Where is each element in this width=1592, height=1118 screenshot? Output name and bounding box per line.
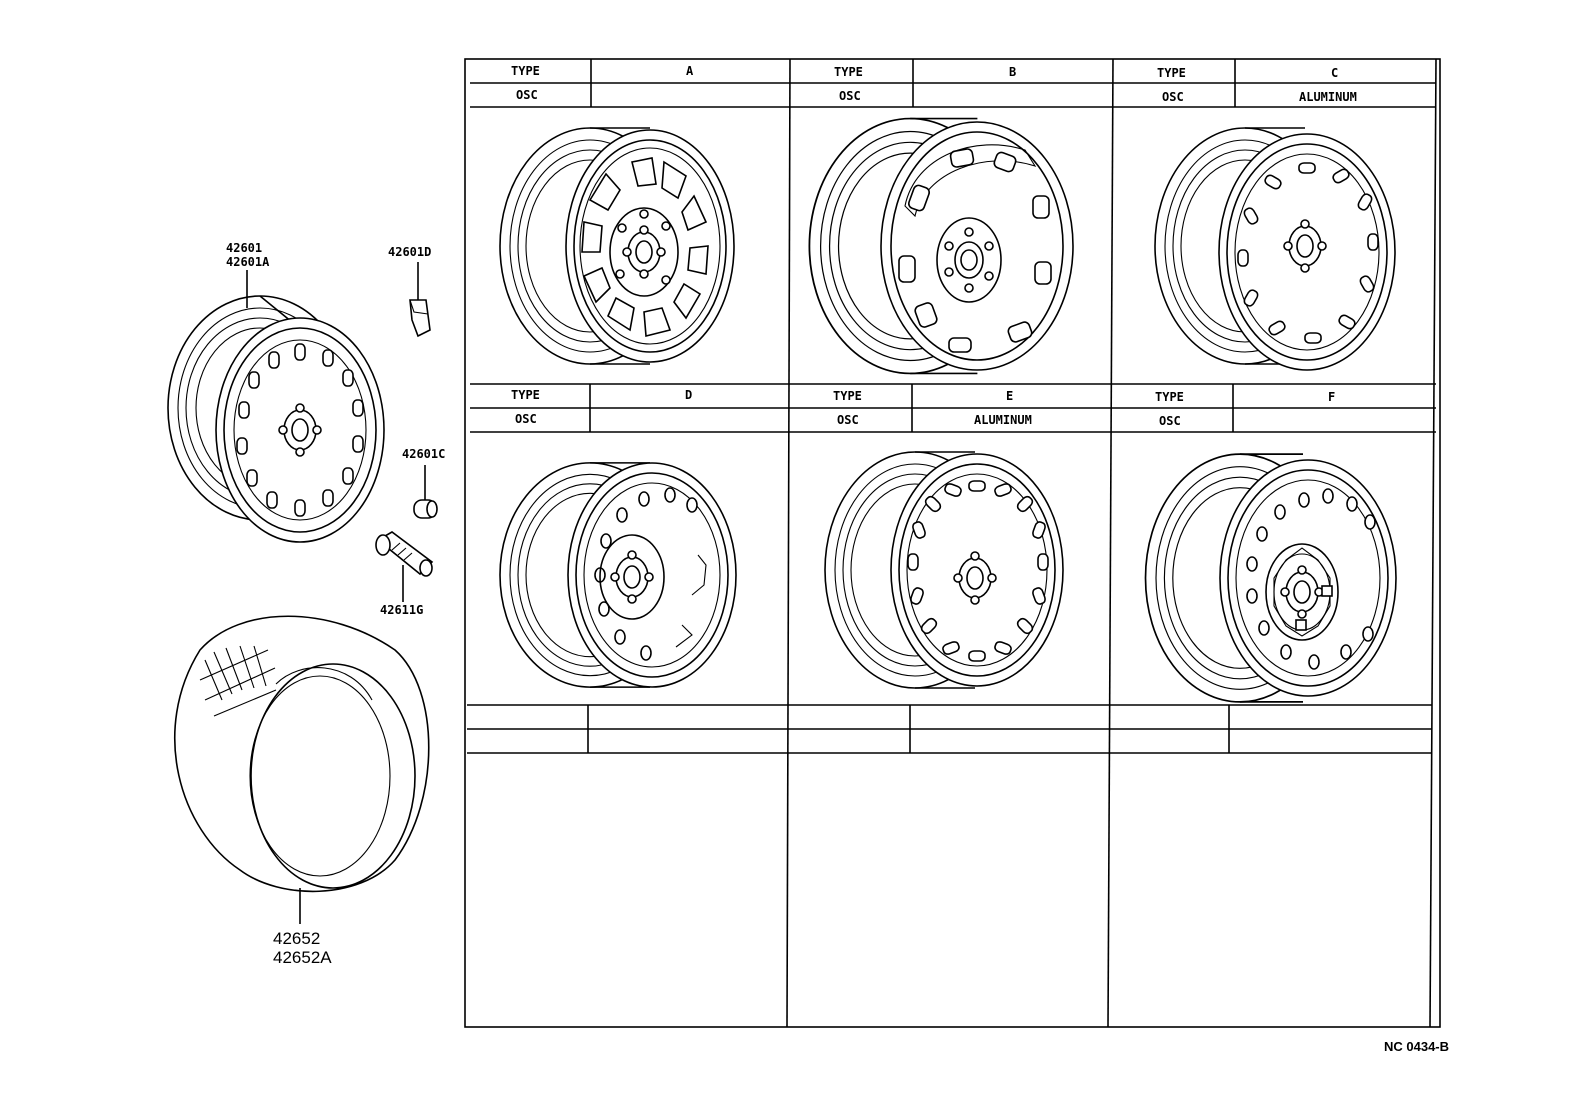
osc-e-value: ALUMINUM (974, 413, 1032, 427)
type-a-label: TYPE (511, 64, 540, 78)
tire-drawing (173, 615, 430, 893)
wheel-type-a-drawing (499, 127, 735, 365)
type-d-value: D (685, 388, 692, 402)
valve-cap-part-number: 42601D (388, 245, 431, 259)
type-d-label: TYPE (511, 388, 540, 402)
wheel-part-number-alt: 42601A (226, 255, 270, 269)
type-b-label: TYPE (834, 65, 863, 79)
type-b-value: B (1009, 65, 1016, 79)
type-c-value: C (1331, 66, 1338, 80)
tire-part-number-alt: 42652A (273, 948, 332, 967)
osc-f-label: OSC (1159, 414, 1181, 428)
wheel-type-d-drawing (499, 462, 737, 688)
type-a-value: A (686, 64, 694, 78)
type-e-value: E (1006, 389, 1013, 403)
osc-d-label: OSC (515, 412, 537, 426)
osc-e-label: OSC (837, 413, 859, 427)
type-table (464, 58, 1441, 1028)
drawing-code: NC 0434-B (1384, 1039, 1449, 1054)
type-f-label: TYPE (1155, 390, 1184, 404)
wheel-part-number: 42601 (226, 241, 262, 255)
tire-part-number: 42652 (273, 929, 320, 948)
valve-part-number: 42611G (380, 603, 423, 617)
osc-b-label: OSC (839, 89, 861, 103)
valve-stem-drawing (375, 531, 434, 577)
wheel-type-b-drawing (808, 117, 1074, 375)
osc-c-label: OSC (1162, 90, 1184, 104)
osc-c-value: ALUMINUM (1299, 90, 1357, 104)
wheel-type-e-drawing (824, 451, 1064, 689)
valve-core-drawing (413, 499, 438, 519)
type-c-label: TYPE (1157, 66, 1186, 80)
osc-a-label: OSC (516, 88, 538, 102)
valve-core-part-number: 42601C (402, 447, 445, 461)
type-f-value: F (1328, 390, 1335, 404)
wheel-type-c-drawing (1154, 127, 1396, 371)
wheel-part-drawing (167, 295, 385, 543)
wheel-type-f-drawing (1144, 453, 1397, 703)
type-e-label: TYPE (833, 389, 862, 403)
valve-cap-drawing (409, 299, 431, 338)
